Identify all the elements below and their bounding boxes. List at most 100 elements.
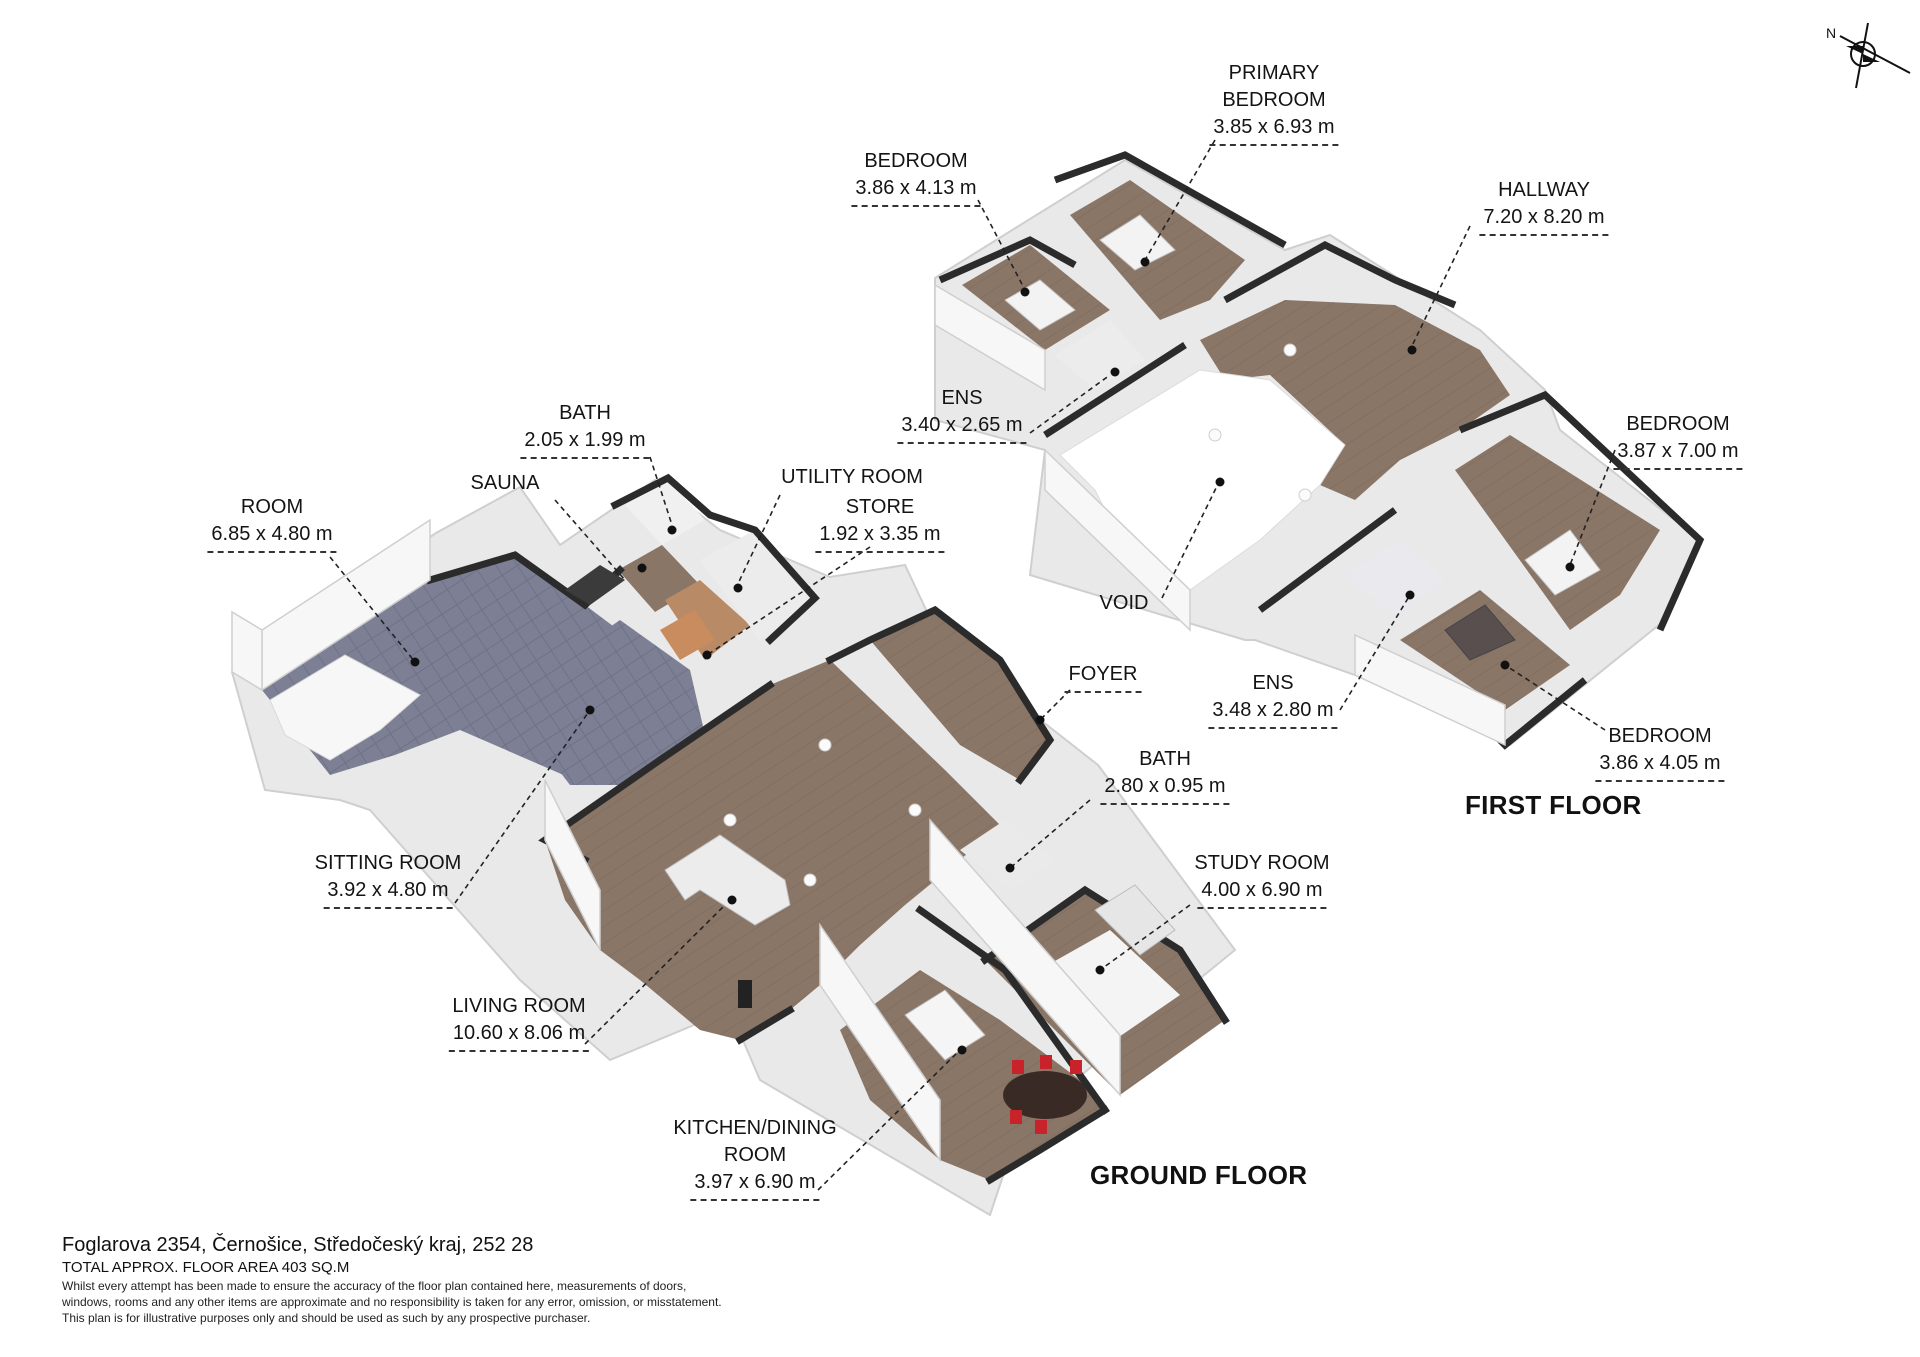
sitting-room-floor [505, 620, 705, 785]
leader-foyer [1039, 689, 1071, 721]
label-sitting: SITTING ROOM 3.92 x 4.80 m [314, 850, 462, 909]
marker-bedroom3 [1500, 660, 1510, 670]
label-foyer: FOYER [1064, 661, 1142, 693]
dining-chair [1010, 1110, 1022, 1124]
room-mat [269, 654, 421, 761]
bedroom2-floor [1455, 435, 1660, 630]
leader-kitchen [817, 1049, 961, 1191]
first-wall-hall-east [1458, 390, 1705, 632]
first-wall-ens [1043, 342, 1187, 438]
ens2-dims: 3.48 x 2.80 m [1208, 697, 1338, 729]
primary-name-line2: BEDROOM [1222, 89, 1326, 111]
ground-wall-living-north [825, 605, 1055, 785]
bedroom2-bed [1524, 529, 1601, 596]
disclaimer-line: windows, rooms and any other items are a… [62, 1295, 722, 1309]
wall-face-living-west [544, 779, 601, 951]
label-bedroom3: BEDROOM 3.86 x 4.05 m [1595, 723, 1725, 782]
marker-hallway [1407, 345, 1417, 355]
wall-face-bedroom1 [934, 283, 1046, 392]
leader-bedroom3 [1504, 664, 1606, 731]
void-column [1298, 488, 1312, 502]
bedroom1-name: BEDROOM [864, 150, 968, 172]
leader-bedroom1 [977, 199, 1026, 291]
dining-table [1003, 1071, 1087, 1119]
label-ens1: ENS 3.40 x 2.65 m [897, 385, 1027, 444]
ens2-floor [1345, 540, 1445, 615]
bath-ground-floor [625, 480, 705, 545]
address: Foglarova 2354, Černošice, Středočeský k… [62, 1234, 534, 1256]
label-primary: PRIMARY BEDROOM 3.85 x 6.93 m [1209, 60, 1339, 146]
label-void: VOID [1100, 590, 1149, 617]
label-utility: UTILITY ROOM [781, 464, 923, 491]
leader-room [329, 556, 416, 663]
utility-floor [665, 580, 750, 660]
marker-ens2 [1405, 590, 1415, 600]
marker-bedroom1 [1020, 287, 1030, 297]
compass-icon: N [1818, 18, 1918, 98]
primary-name-line1: PRIMARY [1228, 62, 1320, 84]
store-floor [700, 530, 815, 640]
leader-store [706, 546, 871, 656]
bedroom2-name: BEDROOM [1626, 413, 1730, 435]
study-sofa [1094, 884, 1176, 956]
living-dims: 10.60 x 8.06 m [448, 1020, 590, 1052]
marker-bath-ground [667, 525, 677, 535]
label-living: LIVING ROOM 10.60 x 8.06 m [448, 993, 590, 1052]
dining-chair [1070, 1060, 1082, 1074]
marker-study [1095, 965, 1105, 975]
ground-wall-kitchen-south [985, 1105, 1110, 1185]
ground-floor-title: GROUND FLOOR [1090, 1160, 1308, 1190]
void-column [1208, 428, 1222, 442]
compass-north-letter: N [1826, 25, 1836, 41]
dining-chair [1012, 1060, 1024, 1074]
bedroom3-dims: 3.86 x 4.05 m [1595, 750, 1725, 782]
label-bedroom2: BEDROOM 3.87 x 7.00 m [1613, 411, 1743, 470]
wall-face-study-west [929, 818, 1121, 1097]
ground-floor-plan [230, 473, 1237, 1217]
leader-ens2 [1339, 594, 1411, 711]
label-room: ROOM 6.85 x 4.80 m [207, 494, 337, 553]
first-floor-title: FIRST FLOOR [1465, 790, 1642, 820]
column [723, 813, 737, 827]
footer: Foglarova 2354, Černošice, Středočeský k… [62, 1232, 722, 1326]
sitting-dims: 3.92 x 4.80 m [323, 877, 453, 909]
first-furniture [1004, 214, 1601, 661]
study-name: STUDY ROOM [1194, 852, 1330, 874]
label-bedroom1: BEDROOM 3.86 x 4.13 m [851, 148, 981, 207]
room-name: ROOM [240, 496, 304, 518]
study-rug [1030, 930, 1180, 1050]
dining-chair [1035, 1120, 1047, 1134]
leader-void [1161, 479, 1221, 599]
label-hallway: HALLWAY 7.20 x 8.20 m [1479, 177, 1609, 236]
void-name: VOID [1099, 592, 1149, 614]
marker-kitchen [957, 1045, 967, 1055]
leader-lines [329, 139, 1616, 1191]
bedroom3-bed [1444, 604, 1516, 661]
leader-ens1 [1029, 374, 1111, 434]
kitchen-island [904, 989, 986, 1061]
bath2-name: BATH [1139, 748, 1191, 770]
store-dims: 1.92 x 3.35 m [815, 521, 945, 553]
sitting-name: SITTING ROOM [314, 852, 462, 874]
foyer-name: FOYER [1064, 661, 1142, 693]
bath2-floor [960, 820, 1055, 890]
ground-wall-sauna-block [610, 473, 820, 645]
total-area: TOTAL APPROX. FLOOR AREA 403 SQ.M [62, 1259, 350, 1276]
kitchen-name-line2: ROOM [723, 1144, 787, 1166]
first-wall-void-south [1257, 507, 1398, 613]
store-name: STORE [845, 496, 915, 518]
marker-bath2 [1005, 863, 1015, 873]
study-dims: 4.00 x 6.90 m [1197, 877, 1327, 909]
wall-face-kitchen-west [819, 922, 941, 1163]
kitchen-name-line1: KITCHEN/DINING [673, 1117, 837, 1139]
bedroom2-dims: 3.87 x 7.00 m [1613, 438, 1743, 470]
living-name: LIVING ROOM [452, 995, 586, 1017]
disclaimer-line: This plan is for illustrative purposes o… [62, 1311, 591, 1325]
dining-chair [1040, 1055, 1052, 1069]
marker-sauna [637, 563, 647, 573]
marker-living [727, 895, 737, 905]
fireplace [738, 980, 752, 1008]
primary-bed [1099, 214, 1176, 271]
label-store: STORE 1.92 x 3.35 m [815, 494, 945, 553]
